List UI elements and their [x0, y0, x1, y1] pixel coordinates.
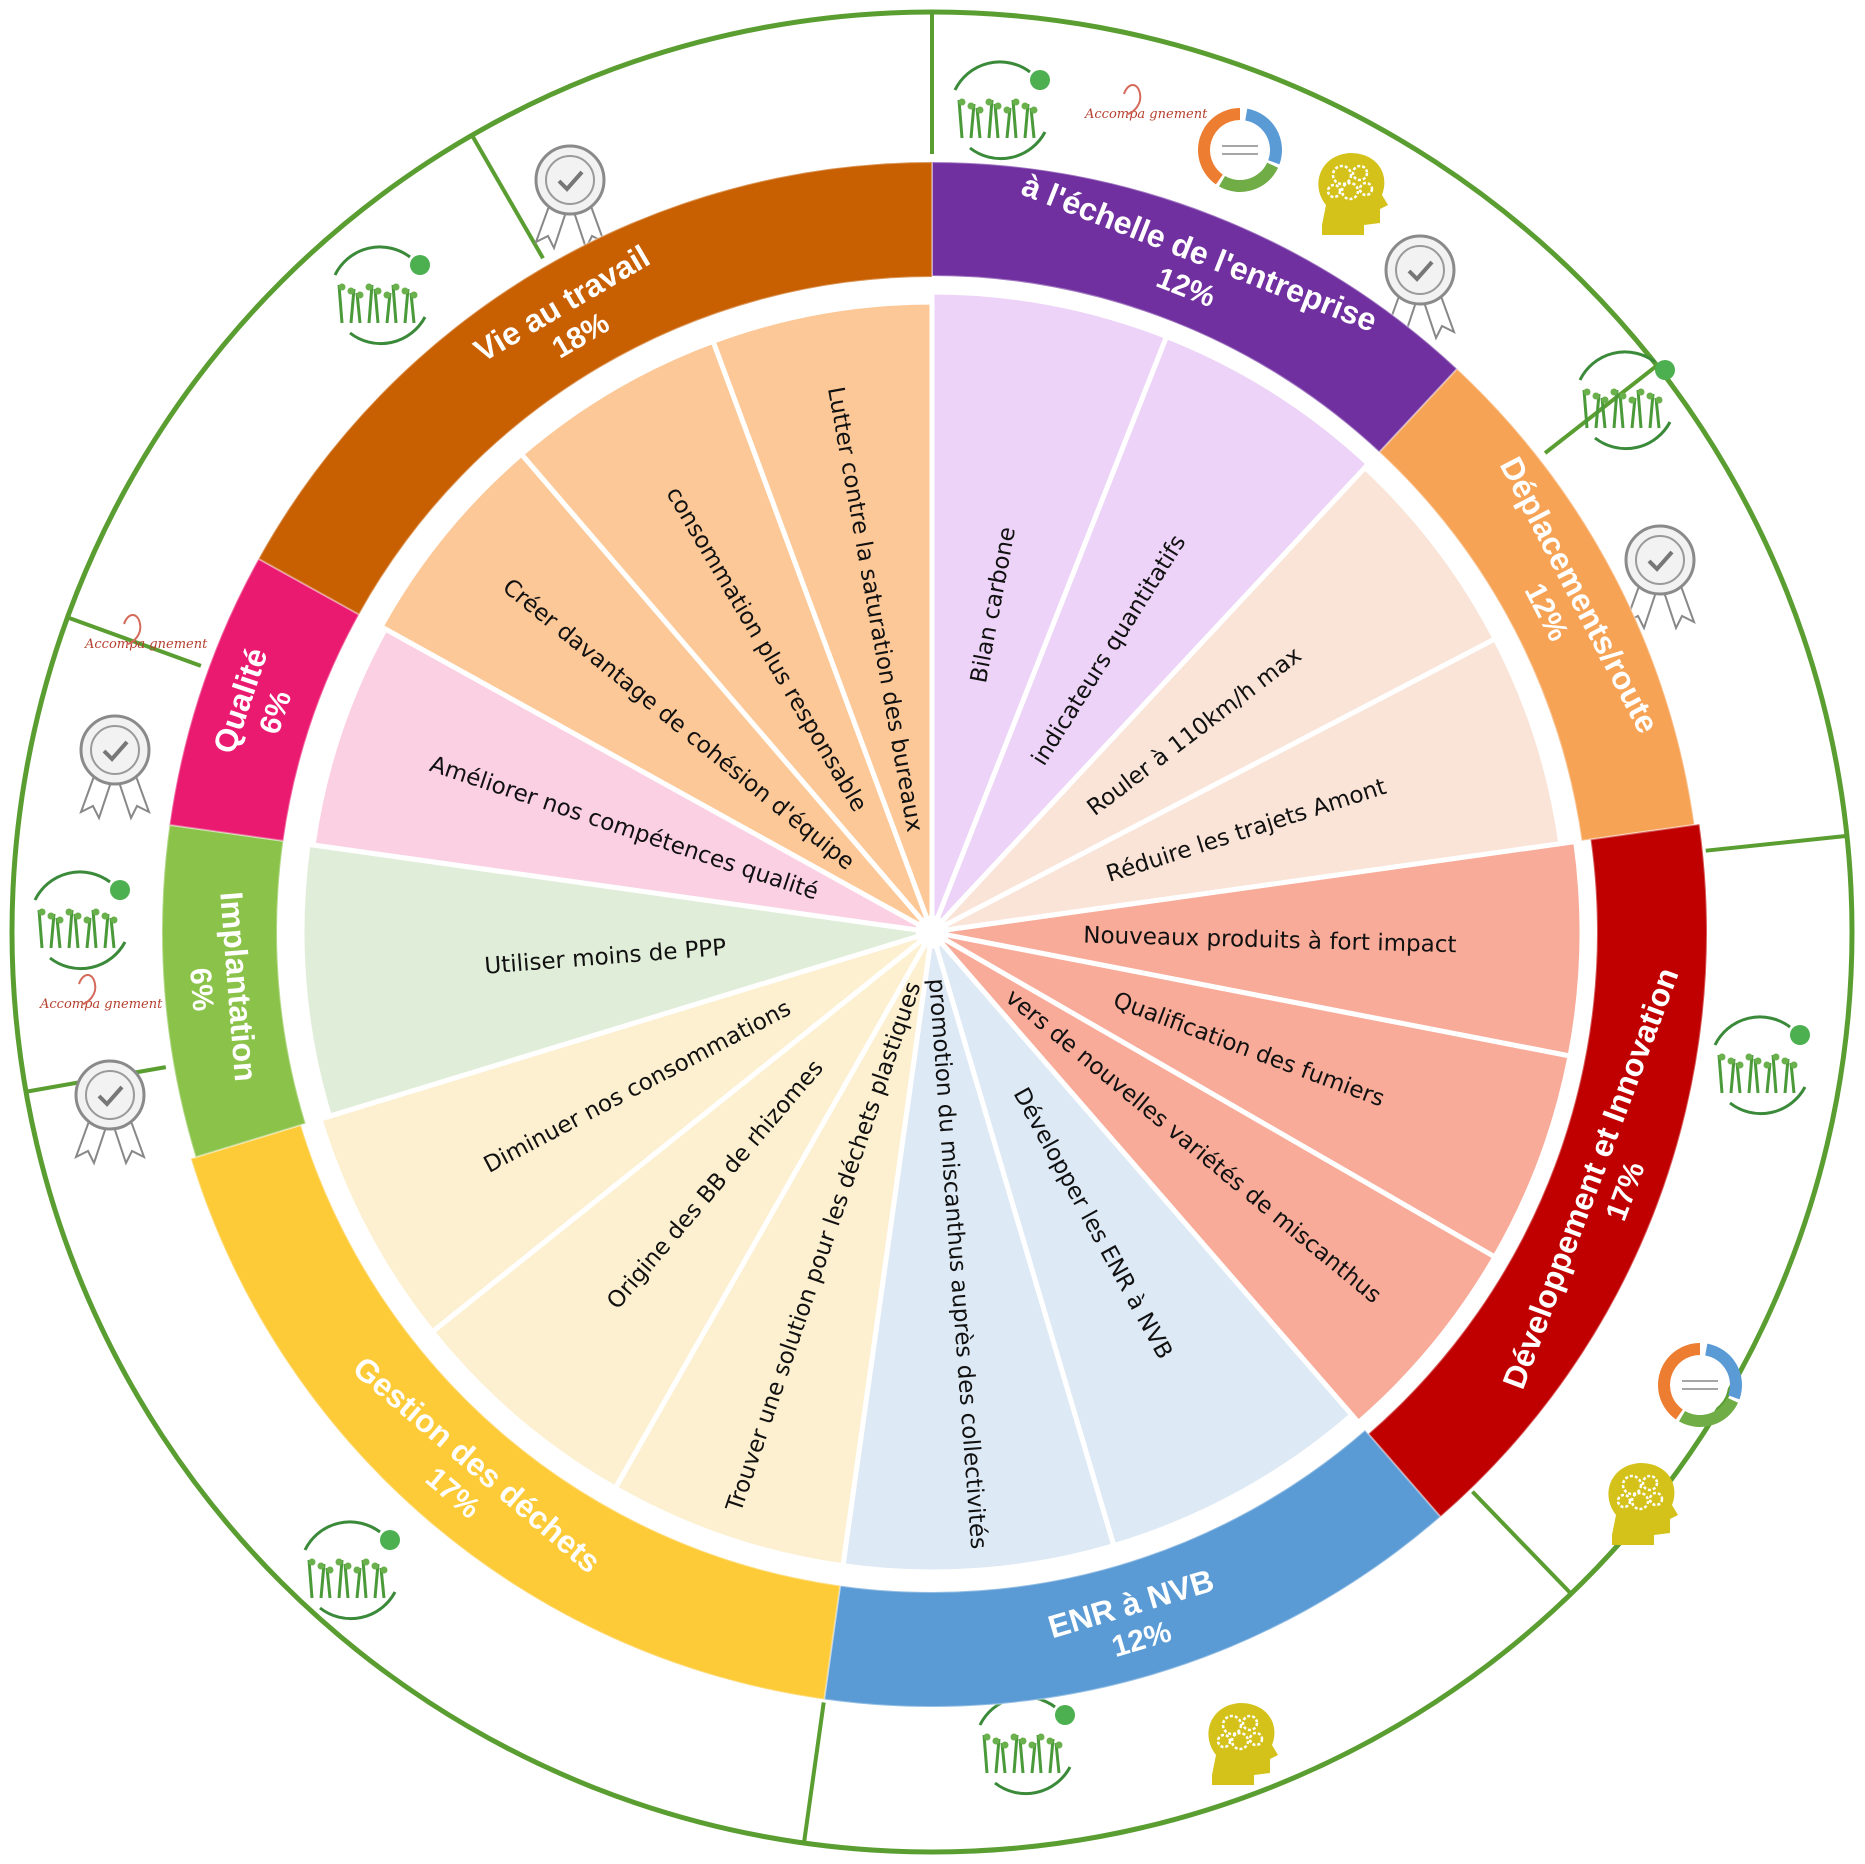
quality-badge-icon [1624, 524, 1696, 631]
accompagnement-icon: Accompa gnement [1084, 84, 1208, 122]
accompagnement-text: Accompa gnement [39, 997, 163, 1012]
wedge-layer [299, 289, 1585, 1575]
quality-badge-icon [74, 1059, 146, 1166]
seedling-cycle-icon [978, 1695, 1075, 1796]
accompagnement-text: Accompa gnement [84, 637, 208, 652]
quality-badge-icon [534, 144, 606, 251]
seedling-cycle-icon [1578, 350, 1675, 451]
seedling-cycle-icon [953, 60, 1050, 161]
frame-divider [470, 134, 545, 260]
head-gears-icon [1208, 1703, 1278, 1785]
category-percent: 6% [183, 967, 219, 1013]
category-ring-segment [189, 1123, 842, 1701]
accompagnement-icon: Accompa gnement [84, 614, 208, 652]
category-ring-segment [161, 823, 307, 1159]
seedling-cycle-icon [333, 245, 430, 346]
frame-divider [1705, 833, 1848, 853]
seedling-cycle-icon [303, 1520, 400, 1621]
seedling-cycle-icon [33, 870, 130, 971]
frame-divider [66, 615, 202, 668]
seedling-cycle-icon [1713, 1015, 1810, 1116]
category-ring-segment [257, 160, 933, 616]
quality-badge-icon [79, 714, 151, 821]
cycle-diagram-icon [1658, 1343, 1742, 1427]
center-hub [918, 918, 946, 946]
ring-layer [161, 160, 1708, 1708]
accompagnement-text: Accompa gnement [1084, 107, 1208, 122]
quality-badge-icon [1384, 234, 1456, 341]
head-gears-icon [1608, 1463, 1678, 1545]
category-ring-segment [823, 1428, 1442, 1708]
category-ring-segment [1366, 823, 1708, 1519]
cycle-diagram-icon [1198, 108, 1282, 192]
head-gears-icon [1318, 153, 1388, 235]
accompagnement-icon: Accompa gnement [39, 974, 163, 1012]
frame-divider [1543, 364, 1659, 455]
frame-divider [1471, 1490, 1573, 1596]
frame-divider [801, 1702, 826, 1844]
category-ring-segment [168, 557, 361, 842]
